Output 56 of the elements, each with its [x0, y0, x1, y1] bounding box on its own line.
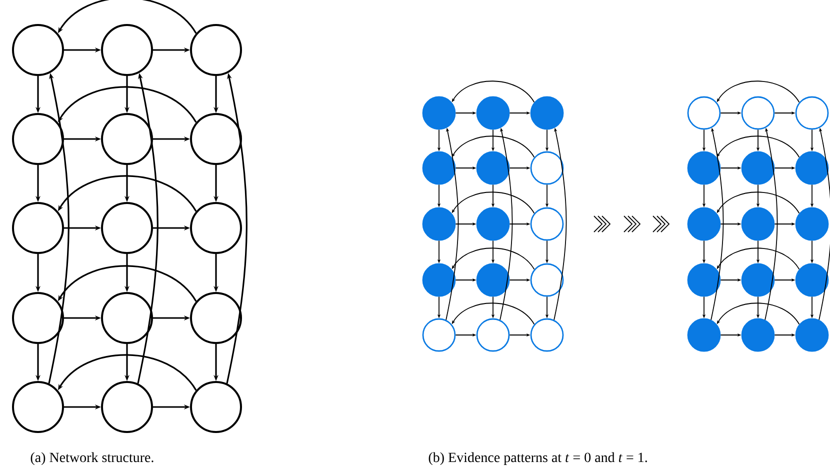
circle-node: [422, 207, 456, 241]
circle-node: [687, 263, 721, 297]
circle-node: [476, 151, 510, 185]
circle-node: [741, 318, 775, 352]
circle-node: [476, 263, 510, 297]
curved-arrow: [716, 248, 800, 270]
circle-node: [422, 96, 456, 130]
curved-arrow: [452, 136, 535, 158]
circle-node: [687, 96, 721, 130]
circle-node: [530, 318, 564, 352]
circle-node: [422, 318, 456, 352]
circle-node: [12, 292, 64, 344]
circle-node: [741, 151, 775, 185]
circle-node: [101, 24, 153, 76]
circle-node: [476, 96, 510, 130]
circle-node: [530, 263, 564, 297]
curved-arrow: [452, 302, 535, 325]
circle-node: [795, 207, 829, 241]
circle-node: [795, 318, 829, 352]
curved-arrow: [452, 192, 535, 214]
circle-node: [741, 263, 775, 297]
curved-arrow: [716, 136, 800, 158]
circle-node: [741, 96, 775, 130]
curved-arrow: [716, 80, 800, 103]
circle-node: [422, 151, 456, 185]
circle-node: [190, 24, 242, 76]
circle-node: [795, 263, 829, 297]
circle-node: [795, 151, 829, 185]
circle-node: [741, 207, 775, 241]
curved-arrow: [452, 80, 535, 103]
circle-node: [687, 207, 721, 241]
circle-node: [101, 202, 153, 254]
curved-arrow: [716, 302, 800, 325]
circle-node: [795, 96, 829, 130]
circle-node: [530, 96, 564, 130]
circle-node: [12, 24, 64, 76]
circle-node: [530, 151, 564, 185]
circle-node: [12, 202, 64, 254]
circle-node: [101, 381, 153, 433]
circle-node: [687, 151, 721, 185]
circle-node: [687, 318, 721, 352]
caption: (a) Network structure.: [30, 452, 154, 465]
circle-node: [530, 207, 564, 241]
circle-node: [476, 207, 510, 241]
circle-node: [12, 381, 64, 433]
circle-node: [101, 292, 153, 344]
circle-node: [101, 113, 153, 165]
circle-node: [190, 381, 242, 433]
circle-node: [12, 113, 64, 165]
circle-node: [476, 318, 510, 352]
circle-node: [190, 202, 242, 254]
circle-node: [422, 263, 456, 297]
circle-node: [190, 113, 242, 165]
circle-node: [190, 292, 242, 344]
curved-arrow: [452, 248, 535, 270]
curved-arrow: [716, 192, 800, 214]
